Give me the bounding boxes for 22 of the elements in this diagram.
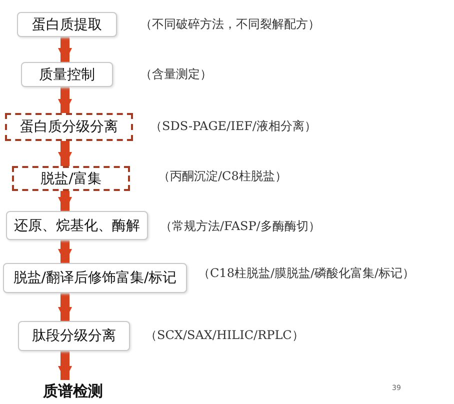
step-note: （SCX/SAX/HILIC/RPLC） [145,327,304,343]
step-box: 肽段分级分离 [18,321,130,351]
dashed-step-box: 脱盐/富集 [12,166,130,191]
step-note: （常规方法/FASP/多酶酶切） [160,218,320,234]
arrow [58,293,72,321]
arrow [58,37,72,62]
arrow [58,191,72,211]
step-note: （SDS-PAGE/IEF/液相分离） [150,118,316,134]
arrow [58,141,72,166]
step-box: 脱盐/翻译后修饰富集/标记 [3,263,187,293]
step-box: 质量控制 [21,62,113,87]
step-box: 还原、烷基化、酶解 [6,211,148,240]
step-note: （不同破碎方法，不同裂解配方） [140,16,320,32]
step-note: （丙酮沉淀/C8柱脱盐） [158,168,287,184]
step-note: （C18柱脱盐/膜脱盐/磷酸化富集/标记） [198,265,416,281]
arrow [58,87,72,113]
step-note: （含量测定） [140,66,212,82]
dashed-step-box: 蛋白质分级分离 [5,113,133,141]
step-text: 质谱检测 [38,380,108,402]
arrow [58,351,72,380]
arrow [58,240,72,263]
step-box: 蛋白质提取 [17,12,117,37]
